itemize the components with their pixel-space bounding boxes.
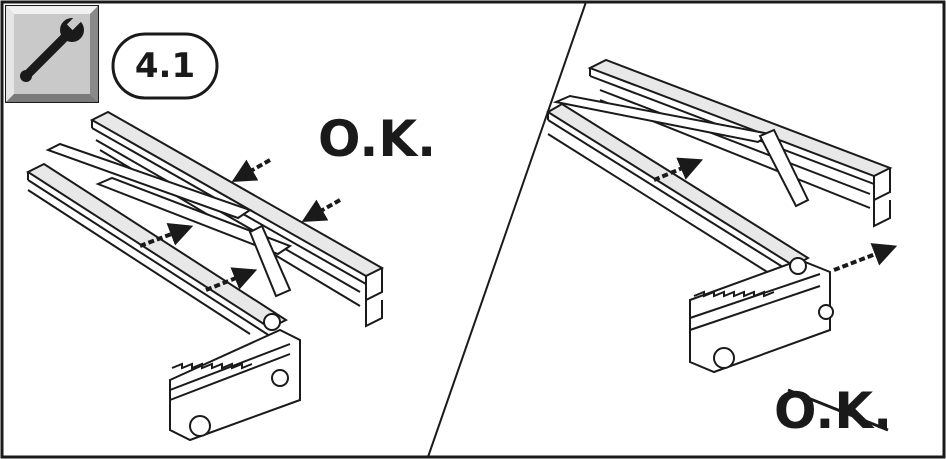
front-rail-right [546,102,810,268]
front-rail-left [25,162,289,330]
right-assembly [546,58,893,374]
right-status-rejected: O.K. [774,382,892,440]
push-arrows-left [139,158,341,292]
wrench-tile [5,5,99,103]
push-arrows-right [653,157,898,272]
left-status-label: O.K. [318,110,436,168]
strike-icon [787,388,889,432]
panel-divider [427,1,587,458]
left-assembly [25,110,385,442]
wrench-icon [20,15,84,82]
step-number: 4.1 [135,46,195,86]
step-badge: 4.1 [111,32,219,100]
